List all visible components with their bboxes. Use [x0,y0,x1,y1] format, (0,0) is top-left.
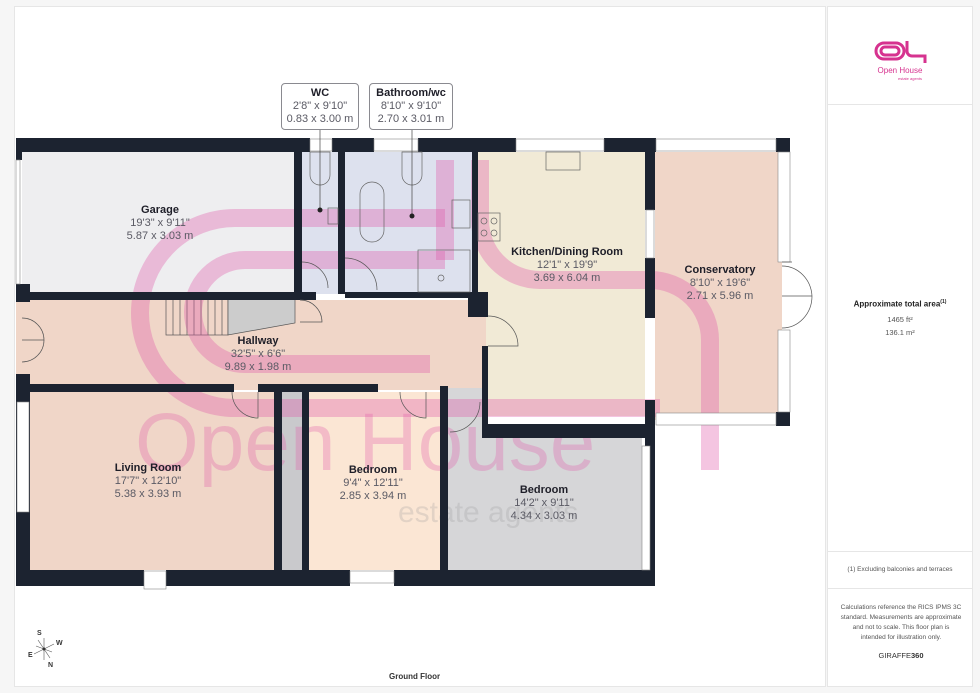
garage-metric: 5.87 x 3.03 m [126,230,194,242]
compass-rose-icon [33,638,55,660]
giraffe360-brand: GIRAFFE360 [840,651,962,660]
brand-part1: GIRAFFE [878,651,911,660]
conservatory-fill [655,152,782,420]
bathroom-name: Bathroom/wc [376,87,446,99]
living-room-label: Living Room 17'7" x 12'10" 5.38 x 3.93 m [115,462,182,501]
watermark-sub-text: estate agents [398,496,578,529]
bedroom1-metric: 2.85 x 3.94 m [339,490,407,502]
info-sidebar: Open House estate agents Approximate tot… [827,6,973,687]
compass-s: S [37,630,42,637]
kitchen-fill [477,152,645,416]
conservatory-metric: 2.71 x 5.96 m [686,290,754,302]
wc-callout: WC 2'8" x 9'10" 0.83 x 3.00 m [281,83,359,130]
bedroom2-imperial: 14'2" x 9'11" [514,497,574,509]
open-house-logo-icon [874,41,927,63]
bedroom2-label: Bedroom 14'2" x 9'11" 4.34 x 3.03 m [511,484,578,523]
hallway-imperial: 32'5" x 6'6" [230,348,286,360]
kitchen-label: Kitchen/Dining Room 12'1" x 19'9" 3.69 x… [511,246,623,285]
wc-basin-icon [327,207,339,225]
watermark-logo [131,160,719,470]
compass-e: E [28,652,33,659]
footnote-section: (1) Excluding balconies and terraces [828,551,972,589]
bathroom-fill [345,152,472,294]
bedroom2-metric: 4.34 x 3.03 m [510,510,578,522]
bedroom1-label: Bedroom 9'4" x 12'11" 2.85 x 3.94 m [340,464,407,503]
garage-imperial: 19'3" x 9'11" [130,217,190,229]
bedroom1-imperial: 9'4" x 12'11" [343,477,403,489]
bathroom-basin-icon [451,199,471,229]
area-section: Approximate total area(1) 1465 ft² 136.1… [828,299,972,338]
living-room-name: Living Room [114,462,182,474]
area-sqm: 136.1 m² [885,327,915,337]
kitchen-name: Kitchen/Dining Room [511,246,623,258]
hallway-label: Hallway 32'5" x 6'6" 9.89 x 1.98 m [225,335,292,374]
logo-subtext: estate agents [897,76,923,81]
floor-label: Ground Floor [389,672,441,681]
wc-toilet-icon [309,151,331,186]
disclaimer-text: Calculations reference the RICS IPMS 3C … [840,604,962,641]
bedroom2-fill [448,436,642,570]
windows [15,138,791,590]
kitchen-metric: 3.69 x 6.04 m [533,272,601,284]
garage-fill [22,152,294,294]
living-room-metric: 5.38 x 3.93 m [114,488,182,500]
bedroom1-fill [309,392,441,570]
hallway-metric: 9.89 x 1.98 m [224,361,292,373]
living-room-imperial: 17'7" x 12'10" [114,475,182,487]
conservatory-imperial: 8'10" x 19'6" [689,277,751,289]
garage-name: Garage [141,204,179,216]
logo-text: Open House [877,66,923,75]
wc-imperial: 2'8" x 9'10" [292,100,348,112]
bedroom1-name: Bedroom [348,464,398,476]
bathtub-icon [359,181,385,243]
kitchen-sink-icon [545,151,581,171]
bathroom-callout: Bathroom/wc 8'10" x 9'10" 2.70 x 3.01 m [369,83,453,130]
bathroom-toilet-icon [401,151,423,186]
shower-tray-icon [417,249,471,293]
compass-n: N [48,662,54,669]
compass: S W E N [26,630,70,669]
fixtures [309,100,581,293]
area-title: Approximate total area [853,299,941,309]
hallway-name: Hallway [237,335,279,347]
footnote-text: (1) Excluding balconies and terraces [847,566,953,573]
hob-icon [477,212,501,242]
conservatory-label: Conservatory 8'10" x 19'6" 2.71 x 5.96 m [685,264,756,303]
area-footnote-mark: (1) [940,299,947,305]
garage-label: Garage 19'3" x 9'11" 5.87 x 3.03 m [127,204,194,243]
watermark-brand-text: Open House [135,397,595,488]
disclaimer-section: Calculations reference the RICS IPMS 3C … [840,603,962,660]
conservatory-name: Conservatory [684,264,756,276]
area-sqft: 1465 ft² [887,314,913,324]
kitchen-imperial: 12'1" x 19'9" [536,259,598,271]
bedroom2-ante-fill [448,388,484,436]
brand-part2: 360 [911,651,924,660]
living-fill [30,392,274,570]
bathroom-imperial: 8'10" x 9'10" [380,100,442,112]
bathroom-metric: 2.70 x 3.01 m [377,113,445,125]
wc-metric: 0.83 x 3.00 m [286,113,354,125]
bedroom2-name: Bedroom [519,484,569,496]
wc-name: WC [310,87,330,99]
logo-section: Open House estate agents [828,7,972,105]
doors [21,257,813,433]
compass-w: W [56,640,63,647]
